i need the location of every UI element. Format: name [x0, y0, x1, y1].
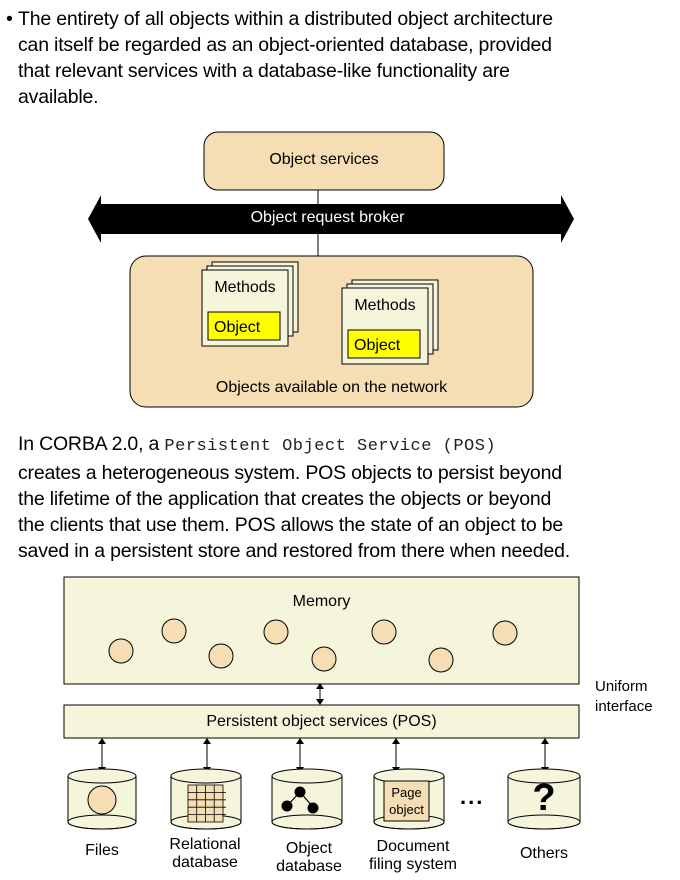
object-services-label: Object services: [269, 151, 379, 168]
object-label: Object: [214, 319, 261, 336]
store-relational-database: [170, 768, 242, 830]
store-others: [507, 768, 581, 830]
grid-table-icon: [187, 784, 226, 823]
store-label-object: Object database: [276, 840, 342, 875]
memory-object: [371, 619, 397, 645]
page-object-icon: [383, 780, 430, 822]
corba-line: creates a heterogeneous system. POS obje…: [18, 462, 562, 484]
ellipsis-label: ...: [460, 784, 485, 809]
corba-line: the clients that use them. POS allows th…: [18, 514, 564, 536]
memory-object: [161, 618, 187, 644]
intro-line: can itself be regarded as an object-orie…: [18, 34, 552, 56]
object-label: Object: [354, 337, 401, 354]
memory-object: [263, 619, 289, 645]
memory-object: [311, 646, 337, 672]
store-label-relational: Relational database: [169, 836, 241, 871]
page-object-text: Page object: [389, 785, 424, 817]
object-services-box: [203, 131, 445, 191]
store-document-filing-system: [373, 768, 445, 830]
store-object-database: [271, 768, 343, 830]
methods-label: Methods: [354, 297, 416, 314]
pos-box: [63, 704, 580, 739]
uniform-interface-label: Uniform interface: [595, 678, 653, 715]
object-stack-2: [341, 279, 439, 365]
memory-object: [108, 638, 134, 664]
pos-code-term: Persistent Object Service (POS): [164, 437, 497, 456]
corba-paragraph: In CORBA 2.0, a Persistent Object Servic…: [18, 431, 678, 564]
orb-diagram: [88, 131, 574, 408]
memory-objects: [108, 618, 518, 673]
store-label-document: Document filing system: [368, 838, 458, 873]
memory-object: [208, 643, 234, 669]
store-files: [67, 768, 137, 830]
bullet-icon: •: [6, 8, 13, 30]
intro-line: The entirety of all objects within a dis…: [18, 8, 553, 30]
corba-line: the lifetime of the application that cre…: [18, 488, 552, 510]
memory-label: Memory: [292, 593, 351, 610]
object-stack-1: [201, 261, 299, 347]
store-label-others: Others: [519, 845, 568, 862]
pos-diagram: [63, 576, 581, 830]
object-box: [207, 311, 281, 341]
intro-line: available.: [18, 86, 99, 108]
orb-arrow: [88, 195, 574, 243]
network-label: Objects available on the network: [215, 379, 448, 396]
orb-label: Object request broker: [250, 209, 405, 226]
memory-object: [492, 620, 518, 646]
store-label-files: Files: [85, 842, 119, 859]
corba-line: saved in a persistent store and restored…: [18, 540, 570, 562]
intro-paragraph: • The entirety of all objects within a d…: [6, 6, 676, 110]
pos-label: Persistent object services (POS): [206, 713, 437, 730]
memory-object: [428, 647, 454, 673]
intro-line: that relevant services with a database-l…: [18, 60, 510, 82]
methods-label: Methods: [214, 279, 276, 296]
object-box: [347, 329, 421, 359]
object-graph-icon: [281, 786, 319, 814]
circle-icon: [87, 785, 117, 815]
question-mark-icon: ?: [532, 777, 556, 819]
corba-prefix: In CORBA 2.0, a: [18, 433, 165, 455]
